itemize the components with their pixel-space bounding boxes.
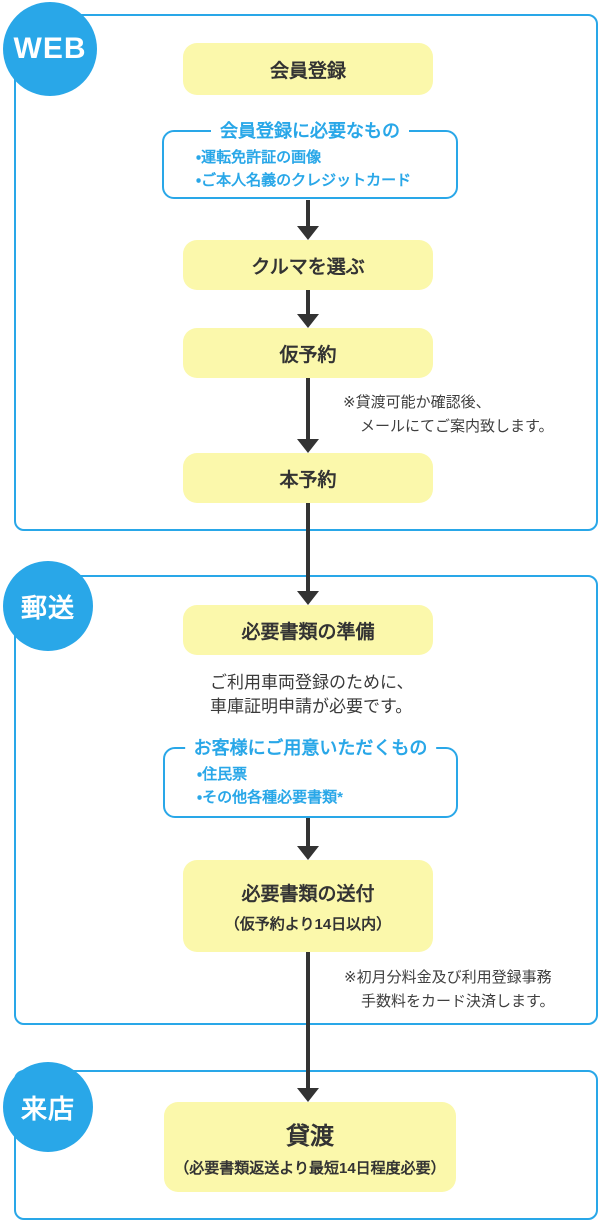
flow-arrow-down-icon [297,378,319,453]
step-member-registration: 会員登録 [183,43,433,95]
paragraph-line: 車庫証明申請が必要です。 [210,697,413,716]
callout-item: ・運転免許証の画像 [196,149,322,166]
note-line: ※初月分料金及び利用登録事務 [344,969,552,986]
arrow-shaft [306,200,310,228]
step-label: 会員登録 [269,60,346,82]
callout-title: 会員登録に必要なもの [211,121,409,143]
callout-item-list: ・運転免許証の画像 ・ご本人名義のクレジットカード [196,146,456,192]
callout-item: ・その他各種必要書類* [197,789,343,806]
arrow-shaft [306,503,310,593]
step-label: 必要書類の準備 [241,621,375,643]
step-label: 仮予約 [279,344,337,366]
step-sublabel: （仮予約より14日以内） [224,915,392,933]
step-label: 必要書類の送付 [241,883,375,905]
arrow-shaft [306,818,310,848]
note-line: 手数料をカード決済します。 [361,993,555,1010]
callout-registration-requirements: 会員登録に必要なもの ・運転免許証の画像 ・ご本人名義のクレジットカード [162,121,458,199]
paragraph-line: ご利用車両登録のために、 [210,673,414,692]
note-line: ※貸渡可能か確認後、 [343,394,491,411]
arrow-shaft [306,952,310,1090]
arrow-shaft [306,378,310,441]
callout-customer-prepare: お客様にご用意いただくもの ・住民票 ・その他各種必要書類* [163,738,458,818]
step-choose-car: クルマを選ぶ [183,240,433,290]
badge-mail: 郵送 [3,561,93,651]
badge-store-visit: 来店 [3,1062,93,1152]
arrow-head [297,591,319,605]
step-prepare-documents: 必要書類の準備 [183,605,433,655]
arrow-head [297,314,319,328]
arrow-head [297,439,319,453]
callout-item-list: ・住民票 ・その他各種必要書類* [197,763,456,809]
step-label: 貸渡 [286,1123,334,1150]
arrow-head [297,1088,319,1102]
arrow-head [297,226,319,240]
note-temporary-reservation: ※貸渡可能か確認後、 メールにてご案内致します。 [343,391,554,439]
step-send-documents: 必要書類の送付 （仮予約より14日以内） [183,860,433,952]
paragraph-garage-certificate: ご利用車両登録のために、 車庫証明申請が必要です。 [210,671,414,719]
step-temporary-reservation: 仮予約 [183,328,433,378]
callout-item: ・住民票 [197,766,248,783]
flow-arrow-down-icon [297,818,319,860]
note-card-payment: ※初月分料金及び利用登録事務 手数料をカード決済します。 [344,966,555,1014]
note-line: メールにてご案内致します。 [360,418,554,435]
callout-item: ・ご本人名義のクレジットカード [196,172,412,189]
step-sublabel: （必要書類返送より最短14日程度必要） [174,1160,446,1177]
step-label: クルマを選ぶ [251,256,365,278]
callout-title: お客様にご用意いただくもの [184,738,437,760]
step-final-reservation: 本予約 [183,453,433,503]
flow-arrow-down-icon [297,200,319,240]
flow-arrow-down-icon [297,503,319,605]
arrow-head [297,846,319,860]
flow-arrow-down-icon [297,952,319,1102]
flow-arrow-down-icon [297,290,319,328]
badge-web: WEB [3,2,97,96]
step-handover: 貸渡 （必要書類返送より最短14日程度必要） [164,1102,456,1192]
step-label: 本予約 [279,469,337,491]
arrow-shaft [306,290,310,316]
